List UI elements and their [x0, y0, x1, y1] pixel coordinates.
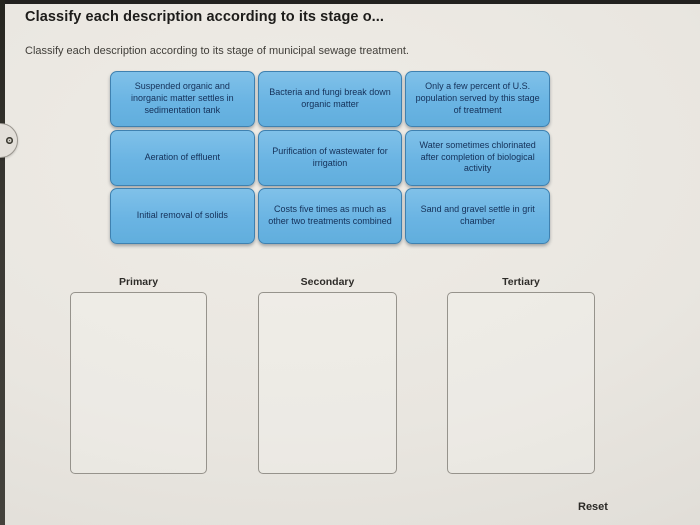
description-tile[interactable]: Sand and gravel settle in grit chamber — [405, 188, 550, 244]
bin-label-tertiary: Tertiary — [502, 276, 540, 288]
description-tile[interactable]: Suspended organic and inorganic matter s… — [110, 71, 255, 127]
bin-label-primary: Primary — [118, 276, 159, 288]
bin-secondary: Secondary — [258, 276, 397, 474]
description-tile[interactable]: Bacteria and fungi break down organic ma… — [257, 71, 403, 127]
description-tile[interactable]: Aeration of effluent — [110, 129, 255, 186]
edge-circle-button — [0, 123, 18, 158]
tile-grid: Suspended organic and inorganic matter s… — [110, 71, 550, 244]
left-edge-bar — [0, 0, 5, 525]
reset-button[interactable]: Reset — [578, 501, 608, 513]
instruction-text: Classify each description according to i… — [25, 45, 409, 57]
page-title: Classify each description according to i… — [25, 9, 385, 25]
bin-dropzone-primary[interactable] — [70, 292, 207, 474]
top-edge-bar — [0, 0, 700, 4]
bin-dropzone-tertiary[interactable] — [447, 292, 595, 474]
description-tile[interactable]: Initial removal of solids — [110, 188, 255, 244]
bin-dropzone-secondary[interactable] — [258, 292, 397, 474]
description-tile[interactable]: Costs five times as much as other two tr… — [257, 188, 403, 244]
bin-label-secondary: Secondary — [300, 276, 355, 288]
description-tile[interactable]: Water sometimes chlorinated after comple… — [405, 129, 550, 186]
bin-primary: Primary — [70, 276, 207, 474]
edge-dot-icon — [6, 137, 13, 144]
bin-tertiary: Tertiary — [447, 276, 595, 474]
description-tile[interactable]: Only a few percent of U.S. population se… — [405, 71, 550, 127]
description-tile[interactable]: Purification of wastewater for irrigatio… — [257, 129, 403, 186]
